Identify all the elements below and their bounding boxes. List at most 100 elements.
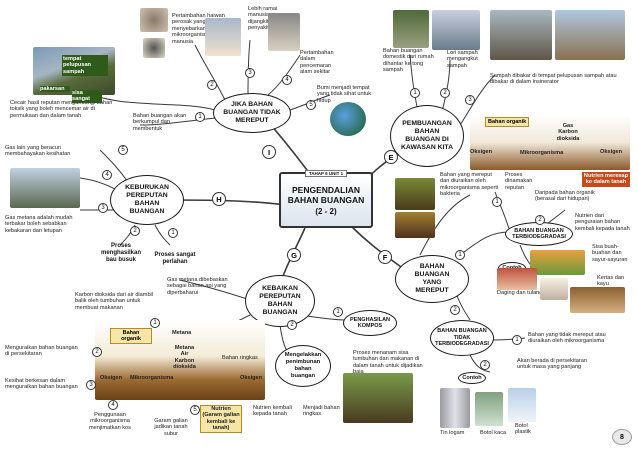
- g-text-6: Menjadi bahan ringkas: [303, 405, 340, 418]
- g-text-5: Nutrien kembali kepada tanah: [253, 405, 292, 418]
- e-text-2: Lori sampah mengangkut sampah: [447, 50, 478, 69]
- num-f-b: 2: [535, 215, 545, 225]
- plastic-photo: [508, 388, 536, 422]
- g-peng: Penggunaan mikroorganisma menjimatkan ko…: [89, 412, 131, 431]
- wood-photo: [570, 287, 625, 313]
- e-bahan-organik: Bahan organik: [485, 117, 530, 127]
- num-f2: 2: [450, 305, 460, 315]
- f-text-12: Botol plastik: [515, 423, 531, 436]
- num-e2: 2: [440, 88, 450, 98]
- num-g-a: 1: [150, 318, 160, 328]
- g-text-3: Bahan ringkas: [222, 355, 258, 361]
- landfill2-photo: [555, 10, 625, 60]
- branch-e-node: PEMBUANGAN BAHAN BUANGAN DI KAWASAN KITA: [390, 105, 464, 167]
- num-f1: 1: [455, 250, 465, 260]
- h-text-2: Gas metana adalah mudah terbakar boleh s…: [5, 215, 73, 234]
- incinerator-photo: [490, 10, 552, 60]
- branch-letter-i: I: [262, 145, 276, 159]
- g-metana: Metana: [172, 330, 192, 336]
- num-h3: 3: [98, 203, 108, 213]
- center-subtitle: (2 - 2): [315, 206, 337, 216]
- e-oksigen-2: Oksigen: [600, 149, 623, 155]
- f-text-3: Daripada bahan organik (berasal dari hid…: [535, 190, 595, 203]
- compost-photo: [343, 373, 413, 423]
- g-text-2: Karbon dioksida dari air diambil balik o…: [75, 292, 154, 311]
- num-h5: 5: [118, 145, 128, 155]
- num-g-d: 4: [108, 400, 118, 410]
- landfill-caption: tempat pelupusan sampah: [62, 55, 108, 77]
- f-text-2: Proses dinamakan reputan: [505, 172, 533, 191]
- g-mikro: Mikroorganisma: [130, 375, 174, 381]
- num-g1: 1: [333, 307, 343, 317]
- num-i4: 4: [282, 75, 292, 85]
- f-text-6: Kertas dan kayu: [597, 275, 625, 288]
- branch-h-node: KEBURUKAN PEREPUTAN BAHAN BUANGAN: [110, 175, 184, 225]
- rot-photo-2: [395, 212, 435, 238]
- e-oksigen: Oksigen: [470, 149, 493, 155]
- num-i3: 3: [245, 68, 255, 78]
- f-text-5: Sisa buah-buahan dan sayur-sayuran: [592, 244, 628, 263]
- g-metana-air: Metana Air Karbon dioksida: [173, 345, 196, 371]
- earth-photo: [330, 102, 366, 136]
- g-bahan-organik: Bahan organik: [110, 328, 152, 344]
- num-e1: 1: [410, 88, 420, 98]
- g-nutrien: Nutrien (Garam galian kembali ke tanah): [200, 405, 242, 433]
- f-text-7: Daging dan tulang: [497, 290, 543, 296]
- e-text-1: Bahan buangan domestik dari rumah dihant…: [383, 48, 434, 74]
- e-text-3: Sampah dibakar di tempat pelupusan sampa…: [490, 73, 617, 86]
- g-text-4: Proses menanam sisa tumbuhan dan makanan…: [353, 350, 423, 375]
- f-text-4: Nutrien dari penguraian bahan kembali ke…: [575, 213, 630, 232]
- f-text-1: Bahan yang mereput dan diuraikan oleh mi…: [440, 172, 499, 198]
- g-oksigen-2: Oksigen: [240, 375, 263, 381]
- branch-f-node: BAHAN BUANGAN YANG MEREPUT: [395, 255, 469, 303]
- f-text-9: Akan berada di persekitaran untuk masa y…: [517, 358, 587, 371]
- num-i5: 5: [306, 100, 316, 110]
- glass-photo: [475, 392, 503, 426]
- gas-photo: [10, 168, 80, 208]
- truck-photo: [432, 10, 480, 50]
- center-tag: TAHAP 6 UNIT 1: [304, 170, 348, 177]
- h-text-1: Gas lain yang beracun membahayakan kesih…: [5, 145, 71, 158]
- bin-photo: [393, 10, 429, 48]
- g-oksigen: Oksigen: [100, 375, 123, 381]
- branch-i-node: JIKA BAHAN BUANGAN TIDAK MEREPUT: [213, 93, 291, 133]
- paper-photo: [540, 278, 568, 300]
- i-text-1: Bahan buangan akan berkumpul dan membent…: [133, 113, 187, 132]
- g-gar: Garam galian jadikan tanah subur: [154, 418, 188, 437]
- num-f-c: 1: [512, 335, 522, 345]
- rodent-photo: [140, 8, 168, 32]
- num-h1: 1: [168, 228, 178, 238]
- f-text-10: Tin logam: [440, 430, 465, 436]
- branch-g-node: KEBAIKAN PEREPUTAN BAHAN BUANGAN: [245, 275, 315, 327]
- e-gas: Gas Karbon dioksida: [556, 123, 580, 142]
- num-h2: 2: [130, 226, 140, 236]
- pic-caption-3: sisa sangat: [72, 90, 102, 103]
- branch-letter-h: H: [212, 192, 226, 206]
- nonbiodeg-node: BAHAN BUANGAN TIDAK TERBIODEGRADASI: [430, 320, 494, 356]
- branch-letter-f: F: [378, 250, 392, 264]
- num-i1: 1: [195, 112, 205, 122]
- proses-bau-node: Proses menghasilkan bau busuk: [100, 242, 141, 263]
- proses-perlahan-node: Proses sangat perlahan: [154, 252, 196, 265]
- num-g-c: 3: [86, 380, 96, 390]
- f-text-11: Botol kaca: [480, 430, 507, 436]
- fruit-photo: [530, 250, 585, 275]
- mosquito-photo: [143, 38, 165, 58]
- biodeg-node: BAHAN BUANGAN TERBIODEGRADASI: [505, 222, 573, 246]
- page-number: 8: [612, 429, 632, 445]
- num-i2: 2: [207, 80, 217, 90]
- g-text-1: Gas metana dibebaskan sebagai bahan api …: [167, 277, 228, 296]
- i-text-3: Pertambahan haiwan perosak yang menyebar…: [172, 13, 232, 45]
- g-kes: Kesihat berkesan dalam menguraikan bahan…: [5, 378, 78, 391]
- recycle-node: Mengelakkan penimbunan bahan buangan: [275, 345, 331, 387]
- f-text-8: Bahan yang tidak mereput atau diuraikan …: [528, 332, 606, 345]
- i-text-5: Pertambahan dalam pencemaran alam sekita…: [300, 50, 334, 76]
- g-keg: Menguraikan bahan buangan di persekitara…: [5, 345, 78, 358]
- num-g-e: 5: [190, 405, 200, 415]
- i-text-6: Bumi menjadi tempat yang tidak sihat unt…: [317, 85, 372, 104]
- contoh2-node: Contoh: [458, 372, 486, 384]
- num-f-d: 2: [480, 360, 490, 370]
- e-mikro: Mikroorganisma: [520, 150, 564, 156]
- compost-node: PENGHASILAN KOMPOS: [343, 310, 397, 336]
- meat-photo: [497, 268, 537, 290]
